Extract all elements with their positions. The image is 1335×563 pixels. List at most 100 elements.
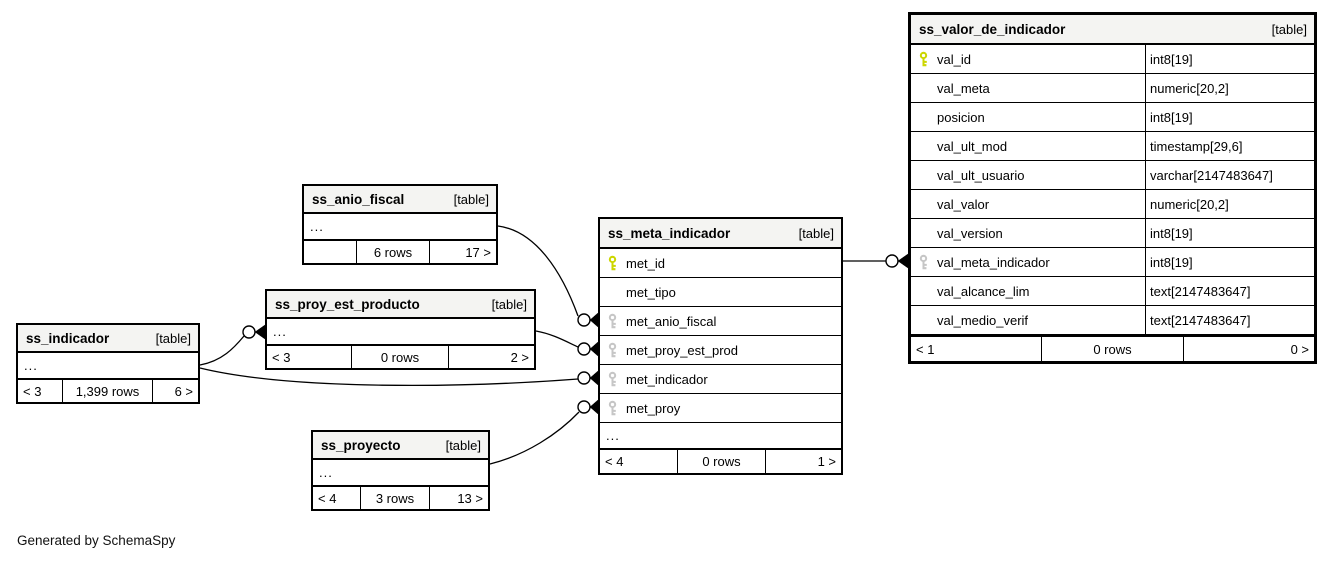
column-type: numeric[20,2] <box>1145 74 1314 102</box>
column-name-cell: val_medio_verif <box>911 306 1145 334</box>
column-name-cell: val_ult_usuario <box>911 161 1145 189</box>
table-title[interactable]: ss_proyecto <box>321 437 401 453</box>
table-ss_proy_est_producto[interactable]: ss_proy_est_producto [table]... < 3 0 rows 2… <box>265 289 536 370</box>
hidden-children-count: 6 > <box>174 383 193 399</box>
row-count: 0 rows <box>1041 337 1184 361</box>
column-name: posicion <box>937 109 985 125</box>
relation-proyecto-to-met-proy <box>489 399 599 465</box>
relation-indicador-to-met-indicador <box>199 367 599 387</box>
column-name: val_meta <box>937 80 990 96</box>
column-name: met_indicador <box>626 371 708 387</box>
hidden-children-count: 2 > <box>510 349 529 365</box>
primary-key-icon <box>605 255 620 272</box>
column-row-val_medio_verif: val_medio_verif text[2147483647] <box>911 306 1314 335</box>
column-name: met_anio_fiscal <box>626 313 717 329</box>
column-name-cell: val_alcance_lim <box>911 277 1145 305</box>
column-row-met_proy_est_prod: met_proy_est_prod <box>600 336 841 365</box>
hidden-parents-count: < 3 <box>272 349 291 365</box>
foreign-key-icon <box>605 313 620 330</box>
row-count: 3 rows <box>360 487 430 509</box>
table-header: ss_indicador[table] <box>18 325 198 353</box>
column-name-cell: met_proy <box>600 394 841 422</box>
column-name: val_alcance_lim <box>937 283 1030 299</box>
table-title[interactable]: ss_proy_est_producto <box>275 296 420 312</box>
column-type: varchar[2147483647] <box>1145 161 1314 189</box>
relation-met-id-to-val-meta-indicador <box>843 253 909 269</box>
hidden-columns-ellipsis: ... <box>267 319 534 344</box>
column-name: met_id <box>626 255 666 271</box>
table-header: ss_meta_indicador [table] <box>600 219 841 249</box>
column-name: val_ult_usuario <box>937 167 1025 183</box>
column-row-val_ult_usuario: val_ult_usuario varchar[2147483647] <box>911 161 1314 190</box>
column-name: val_medio_verif <box>937 312 1029 328</box>
column-name-cell: met_anio_fiscal <box>600 307 841 335</box>
hidden-parents-count: < 1 <box>916 341 935 357</box>
table-header: ss_proyecto [table] <box>313 432 488 460</box>
column-row-val_meta: val_meta numeric[20,2] <box>911 74 1314 103</box>
table-header: ss_anio_fiscal [table] <box>304 186 496 214</box>
foreign-key-icon <box>916 254 931 271</box>
column-row-met_anio_fiscal: met_anio_fiscal <box>600 307 841 336</box>
hidden-columns-ellipsis: ... <box>600 423 841 448</box>
column-name-cell: val_meta_indicador <box>911 248 1145 276</box>
column-name: val_id <box>937 51 971 67</box>
table-footer: < 4 0 rows 1 > <box>600 448 841 473</box>
column-name: val_ult_mod <box>937 138 1008 154</box>
column-row-met_proy: met_proy <box>600 394 841 423</box>
table-type-tag: [table] <box>491 296 527 312</box>
table-title[interactable]: ss_indicador <box>26 330 110 346</box>
column-name-cell: val_version <box>911 219 1145 247</box>
column-row-met_tipo: met_tipo <box>600 278 841 307</box>
column-name-cell: val_ult_mod <box>911 132 1145 160</box>
foreign-key-icon <box>605 342 620 359</box>
hidden-children-count: 1 > <box>817 454 836 469</box>
table-title[interactable]: ss_anio_fiscal <box>312 191 405 207</box>
column-type: int8[19] <box>1145 248 1314 276</box>
hidden-parents-count: < 4 <box>605 454 624 469</box>
column-row-met_indicador: met_indicador <box>600 365 841 394</box>
hidden-children-count: 0 > <box>1290 341 1309 357</box>
column-name: met_proy_est_prod <box>626 342 739 358</box>
row-count: 6 rows <box>356 241 430 263</box>
column-row-met_id: met_id <box>600 249 841 278</box>
relation-anio-fiscal-to-met-anio-fiscal <box>497 225 599 328</box>
foreign-key-icon <box>605 400 620 417</box>
column-type: numeric[20,2] <box>1145 190 1314 218</box>
table-title[interactable]: ss_valor_de_indicador <box>919 21 1066 37</box>
column-name: val_meta_indicador <box>937 254 1050 270</box>
relation-proy-est-producto-to-met-proy-est-prod <box>535 330 599 357</box>
table-type-tag: [table] <box>798 225 834 241</box>
column-name: met_proy <box>626 400 681 416</box>
table-footer: < 3 0 rows 2 > <box>267 344 534 368</box>
row-count: 0 rows <box>351 346 449 368</box>
column-type: text[2147483647] <box>1145 306 1314 334</box>
table-footer: < 1 0 rows 0 > <box>911 335 1314 361</box>
primary-key-icon <box>916 51 931 68</box>
column-name-cell: val_id <box>911 45 1145 73</box>
hidden-parents-count: < 4 <box>318 490 337 506</box>
column-name-cell: val_meta <box>911 74 1145 102</box>
table-type-tag: [table] <box>453 191 489 207</box>
table-title[interactable]: ss_meta_indicador <box>608 225 731 241</box>
row-count: 0 rows <box>677 450 766 473</box>
column-name-cell: posicion <box>911 103 1145 131</box>
foreign-key-icon <box>605 371 620 388</box>
table-header: ss_proy_est_producto [table] <box>267 291 534 319</box>
row-count: 1,399 rows <box>62 380 153 402</box>
hidden-columns-ellipsis: ... <box>304 214 496 239</box>
relation-indicador-to-proy-est-producto <box>199 324 266 366</box>
table-type-tag: [table] <box>445 437 481 453</box>
